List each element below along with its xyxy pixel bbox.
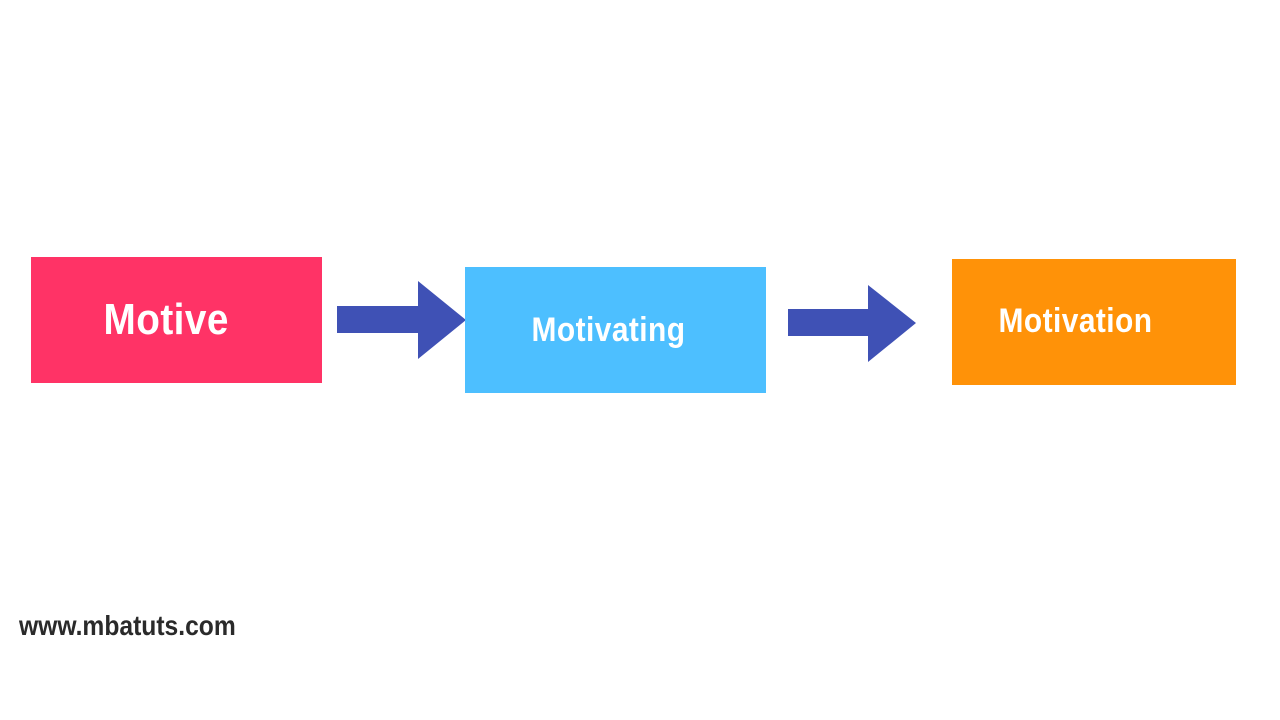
node-motive: Motive xyxy=(31,257,322,383)
node-motivation-label: Motivation xyxy=(997,301,1152,340)
node-motive-label: Motive xyxy=(103,295,230,344)
website-watermark: www.mbatuts.com xyxy=(19,610,236,641)
arrow-right-icon xyxy=(788,285,916,362)
node-motivating-label: Motivating xyxy=(531,310,686,349)
arrow-2-shape xyxy=(788,285,916,362)
arrow-1-shape xyxy=(337,281,466,359)
node-motivation: Motivation xyxy=(952,259,1236,385)
node-motivating: Motivating xyxy=(465,267,766,393)
arrow-right-icon xyxy=(337,281,466,359)
